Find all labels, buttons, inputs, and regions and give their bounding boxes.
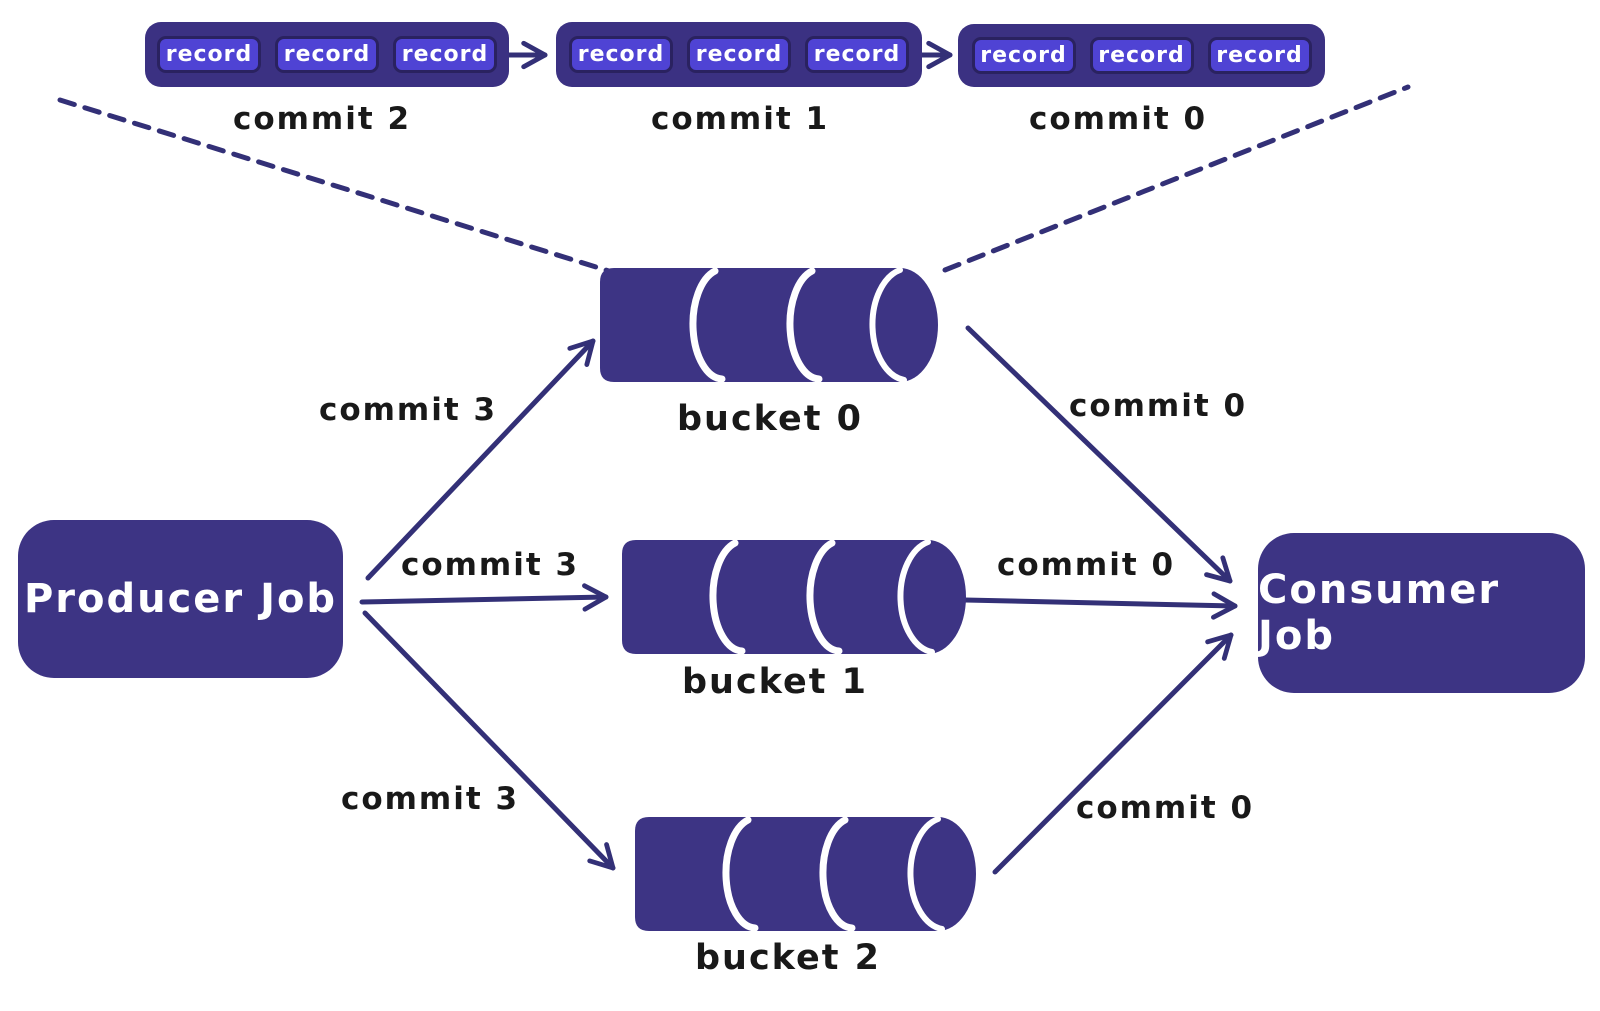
record-chip: record bbox=[1207, 37, 1312, 74]
bucket-0-label: bucket 0 bbox=[676, 399, 864, 439]
producer-job-node: Producer Job bbox=[18, 520, 343, 678]
record-chip: record bbox=[275, 36, 379, 73]
bucket-2-divider-2 bbox=[819, 816, 856, 932]
arrow-producer-to-bucket-1 bbox=[359, 583, 609, 612]
bucket-0-body bbox=[600, 268, 938, 382]
bucket-0-cylinder bbox=[600, 267, 938, 383]
bucket-0-cap-edge bbox=[869, 267, 907, 383]
edge-label-bucket-2-consumer: commit 0 bbox=[1075, 790, 1255, 826]
arrow-bucket-0-to-consumer bbox=[965, 325, 1233, 584]
record-chip: record bbox=[805, 36, 909, 73]
bucket-1-divider-2 bbox=[806, 539, 843, 655]
consumer-job-label: Consumer Job bbox=[1258, 567, 1501, 659]
record-chip: record bbox=[569, 36, 673, 73]
arrow-producer-to-bucket-0 bbox=[365, 338, 596, 581]
bucket-1-cap-edge bbox=[897, 539, 935, 655]
commit-group-1-label: commit 1 bbox=[650, 101, 830, 137]
bucket-2-cylinder bbox=[635, 816, 976, 932]
bucket-1-body bbox=[622, 540, 966, 654]
bucket-2-divider-1 bbox=[722, 816, 759, 932]
consumer-job-node: Consumer Job bbox=[1258, 533, 1585, 693]
edge-label-producer-bucket-2: commit 3 bbox=[340, 781, 520, 817]
edge-label-bucket-1-consumer: commit 0 bbox=[996, 547, 1176, 583]
record-chip: record bbox=[393, 36, 497, 73]
arrow-bucket-2-to-consumer bbox=[992, 632, 1234, 875]
record-chip: record bbox=[971, 37, 1076, 74]
edge-label-producer-bucket-1: commit 3 bbox=[400, 547, 580, 583]
bucket-0-divider-1 bbox=[689, 267, 726, 383]
bucket-2-body bbox=[635, 817, 976, 931]
arrow-producer-to-bucket-2 bbox=[362, 610, 616, 871]
bucket-1-label: bucket 1 bbox=[681, 662, 869, 702]
bucket-1-divider-1 bbox=[709, 539, 746, 655]
record-chip: record bbox=[1089, 37, 1194, 74]
producer-job-label: Producer Job bbox=[23, 576, 338, 622]
commit-group-2: record record record bbox=[145, 22, 509, 87]
bucket-2-label: bucket 2 bbox=[694, 938, 882, 978]
edge-label-bucket-0-consumer: commit 0 bbox=[1068, 388, 1248, 424]
arrow-bucket-1-to-consumer bbox=[962, 591, 1238, 620]
commit-group-1: record record record bbox=[556, 22, 922, 87]
record-chip: record bbox=[157, 36, 261, 73]
edge-label-producer-bucket-0: commit 3 bbox=[318, 392, 498, 428]
bucket-2-cap-edge bbox=[907, 816, 945, 932]
bucket-0-divider-2 bbox=[786, 267, 823, 383]
bucket-1-cylinder bbox=[622, 539, 966, 655]
record-chip: record bbox=[687, 36, 791, 73]
commit-group-0: record record record bbox=[958, 24, 1325, 87]
commit-group-0-label: commit 0 bbox=[1028, 101, 1208, 137]
commit-group-2-label: commit 2 bbox=[232, 101, 412, 137]
